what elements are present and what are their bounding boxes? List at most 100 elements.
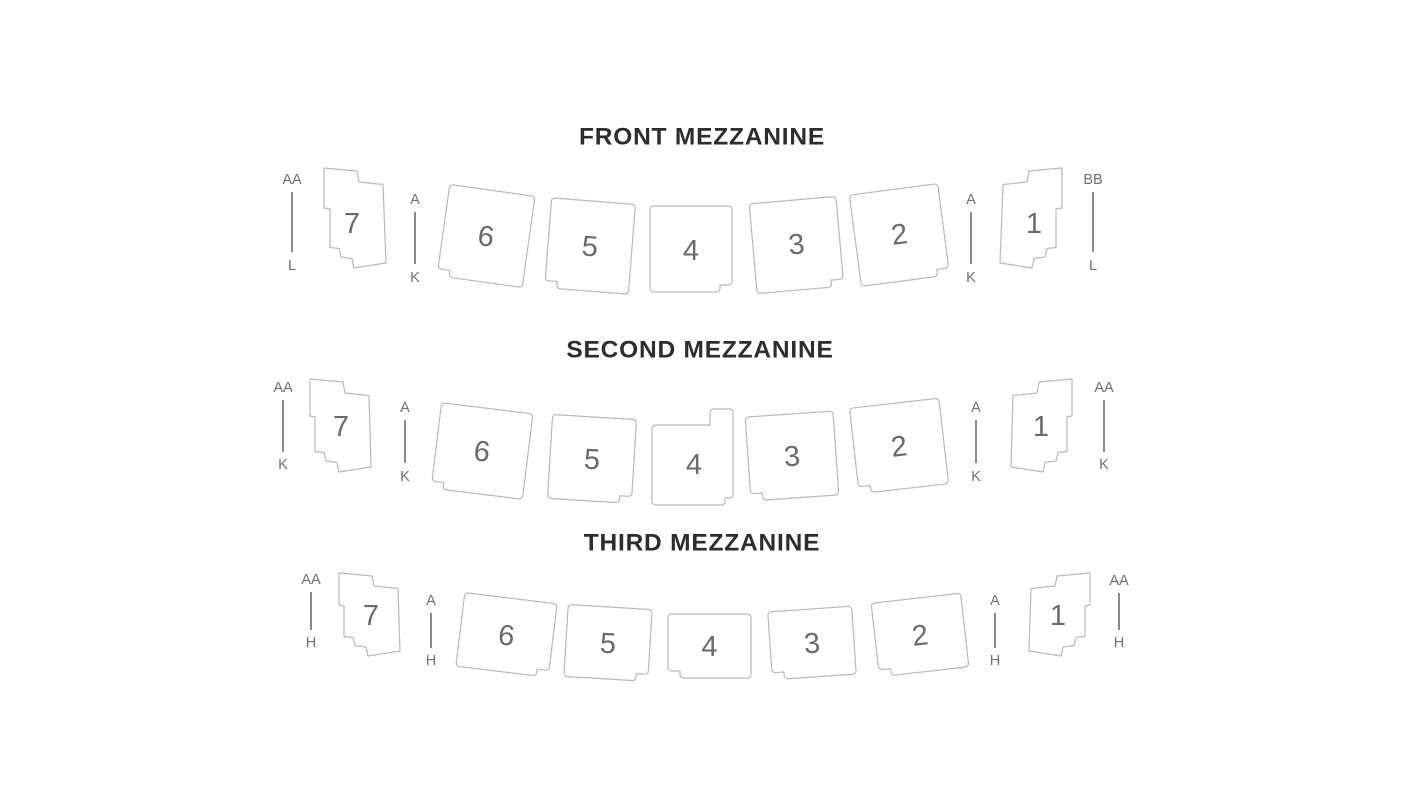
section-number: 7 [344,208,360,240]
row-range-bottom-label: H [426,653,436,669]
section-shape[interactable] [547,414,637,504]
row-range-top-label: A [990,593,1000,609]
row-range-bottom-label: L [288,258,296,274]
row-range-outer-left: AA K [273,380,293,473]
row-range-bottom-label: H [990,653,1000,669]
row-range-top-label: A [410,192,420,208]
row-range-top-label: A [426,593,436,609]
front-mezzanine-section-2[interactable]: 2 [849,183,949,287]
section-number: 4 [701,631,717,663]
level-title: SECOND MEZZANINE [566,337,833,364]
section-shape[interactable] [849,183,949,287]
row-range-outer-left: AA H [301,572,321,651]
row-range-inner-left: A H [426,593,436,669]
row-range-top-label: AA [1109,573,1129,589]
second-mezzanine-section-7[interactable]: 7 [309,378,372,473]
section-number: 1 [1026,208,1042,240]
third-mezzanine-section-7[interactable]: 7 [338,572,401,657]
row-range-bottom-label: K [278,457,288,473]
third-mezzanine-section-6[interactable]: 6 [455,592,558,678]
row-range-bottom-label: H [306,635,316,651]
row-range-bottom-label: K [400,469,410,485]
row-range-bottom-label: K [966,270,976,286]
section-shape[interactable] [870,592,970,677]
section-shape[interactable] [544,197,636,295]
row-range-top-label: AA [273,380,293,396]
section-number: 7 [363,600,379,632]
row-range-top-label: AA [301,572,321,588]
row-range-inner-left: A K [400,400,410,485]
section-shape[interactable] [748,196,844,294]
section-shape[interactable] [431,402,534,500]
section-shape[interactable] [338,572,401,657]
section-number: 1 [1050,600,1066,632]
section-number: 4 [686,449,702,481]
row-range-inner-left: A K [410,192,420,286]
section-number: 3 [787,228,806,261]
section-number: 6 [476,220,496,254]
third-mezzanine-section-5[interactable]: 5 [563,604,653,682]
front-mezzanine-level: FRONT MEZZANINE AA L 7 A K 6 5 [282,124,1103,295]
row-range-top-label: AA [1094,380,1114,396]
section-number: 6 [472,435,492,469]
second-mezzanine-section-1[interactable]: 1 [1010,378,1073,473]
front-mezzanine-section-3[interactable]: 3 [748,196,844,294]
row-range-bottom-label: K [1099,457,1109,473]
front-mezzanine-section-1[interactable]: 1 [999,167,1063,269]
section-shape[interactable] [667,613,752,679]
section-number: 4 [683,235,699,267]
second-mezzanine-section-5[interactable]: 5 [547,414,637,504]
third-mezzanine-section-2[interactable]: 2 [870,592,970,677]
section-shape[interactable] [437,184,536,288]
section-number: 3 [783,440,801,473]
row-range-bottom-label: H [1114,635,1124,651]
section-number: 2 [910,619,930,653]
section-shape[interactable] [849,397,949,494]
row-range-inner-right: A H [990,593,1000,669]
section-shape[interactable] [767,605,857,680]
row-range-outer-right: AA H [1109,573,1129,651]
row-range-outer-left: AA L [282,172,302,274]
level-title: THIRD MEZZANINE [584,530,821,557]
section-number: 2 [889,430,909,464]
row-range-top-label: AA [282,172,302,188]
front-mezzanine-section-6[interactable]: 6 [437,184,536,288]
section-number: 5 [599,628,617,661]
section-shape[interactable] [563,604,653,682]
front-mezzanine-section-7[interactable]: 7 [323,167,387,269]
row-range-top-label: A [400,400,410,416]
section-number: 7 [333,411,349,443]
section-shape[interactable] [1028,572,1091,657]
section-number: 1 [1033,411,1049,443]
third-mezzanine-level: THIRD MEZZANINE AA H 7 A H 6 5 4 [301,530,1129,682]
section-number: 3 [803,627,821,660]
section-shape[interactable] [309,378,372,473]
section-shape[interactable] [999,167,1063,269]
section-number: 6 [496,619,516,653]
second-mezzanine-section-6[interactable]: 6 [431,402,534,500]
level-title: FRONT MEZZANINE [579,124,825,151]
third-mezzanine-section-4[interactable]: 4 [667,613,752,679]
section-shape[interactable] [323,167,387,269]
second-mezzanine-section-2[interactable]: 2 [849,397,949,494]
row-range-top-label: A [966,192,976,208]
section-shape[interactable] [455,592,558,678]
second-mezzanine-section-3[interactable]: 3 [744,410,840,501]
section-shape[interactable] [1010,378,1073,473]
second-mezzanine-level: SECOND MEZZANINE AA K 7 A K 6 5 4 [273,337,1114,506]
front-mezzanine-section-4[interactable]: 4 [649,205,733,293]
third-mezzanine-section-1[interactable]: 1 [1028,572,1091,657]
section-shape[interactable] [651,408,734,506]
section-number: 5 [583,444,601,477]
second-mezzanine-section-4[interactable]: 4 [651,408,734,506]
row-range-bottom-label: K [410,270,420,286]
third-mezzanine-section-3[interactable]: 3 [767,605,857,680]
section-number: 5 [581,230,600,263]
section-shape[interactable] [744,410,840,501]
section-shape[interactable] [649,205,733,293]
row-range-outer-right: AA K [1094,380,1114,473]
row-range-top-label: BB [1083,172,1102,188]
front-mezzanine-section-5[interactable]: 5 [544,197,636,295]
row-range-top-label: A [971,400,981,416]
